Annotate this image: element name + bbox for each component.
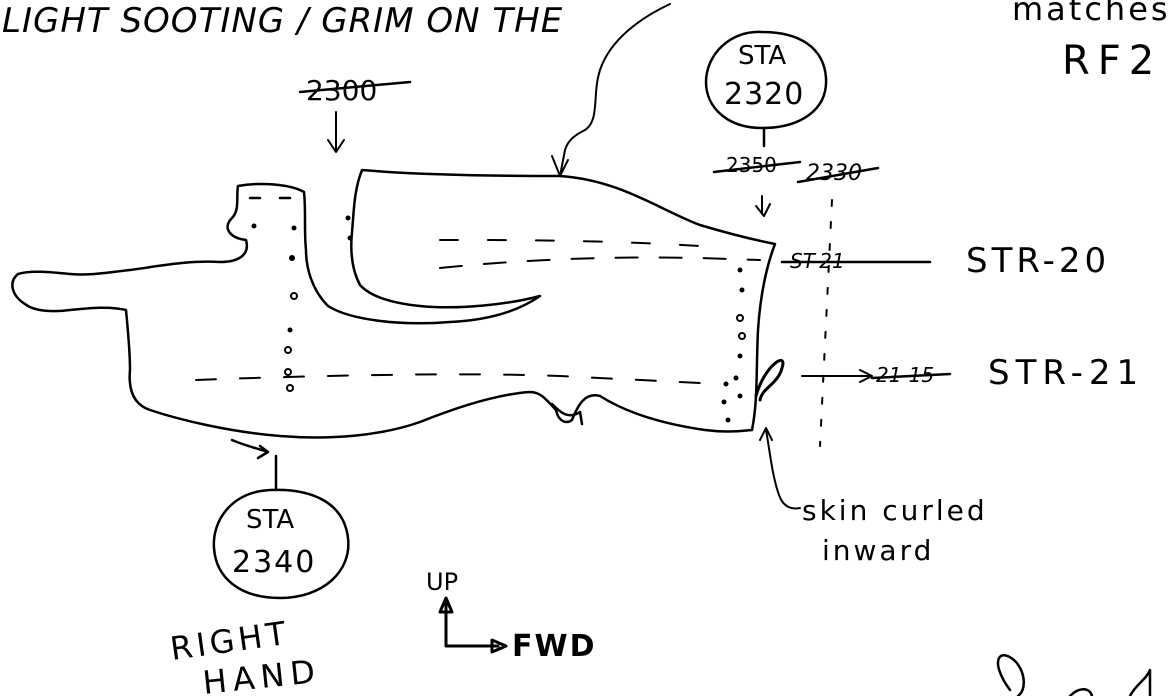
station-dashed-line [819, 199, 833, 447]
sta-2340-callout: STA 2340 [212, 454, 350, 600]
skin-curl [754, 359, 785, 402]
struck-sta-mid: 2350 2330 [712, 153, 880, 217]
orientation-indicator: UP FWD [426, 568, 597, 664]
sta-2340-label: STA [246, 505, 294, 535]
skin-note-line1: skin curled [802, 494, 988, 527]
sta-2320-value: 2320 [724, 77, 804, 112]
skin-piece-outline [11, 168, 777, 439]
skin-note-line2: inward [822, 534, 934, 567]
skin-curl-notch [550, 402, 584, 426]
str-21-label: STR-21 [988, 353, 1144, 393]
header-note: LIGHT SOOTING / GRIM ON THE [2, 1, 563, 41]
str-21-callout: 21-15 STR-21 [801, 353, 1144, 393]
header-leader-line [559, 3, 671, 177]
sta-2320-callout: STA 2320 [704, 30, 828, 148]
matches-label: matches [1012, 0, 1170, 28]
signature-mark [996, 654, 1152, 696]
skin-curl-note: skin curled inward [759, 427, 988, 567]
str-20-callout: ST-21 STR-20 [780, 241, 1110, 281]
struck-sta-2300: 2300 [298, 74, 412, 153]
fastener-rows [195, 196, 761, 423]
orient-fwd-label: FWD [512, 629, 597, 664]
sta-2340-arrow [230, 438, 270, 460]
rf-label: RF2 [1062, 38, 1162, 84]
sta-2340-value: 2340 [232, 545, 316, 580]
str-20-label: STR-20 [966, 241, 1110, 281]
sta-2320-label: STA [738, 41, 786, 71]
orient-up-label: UP [426, 568, 458, 596]
